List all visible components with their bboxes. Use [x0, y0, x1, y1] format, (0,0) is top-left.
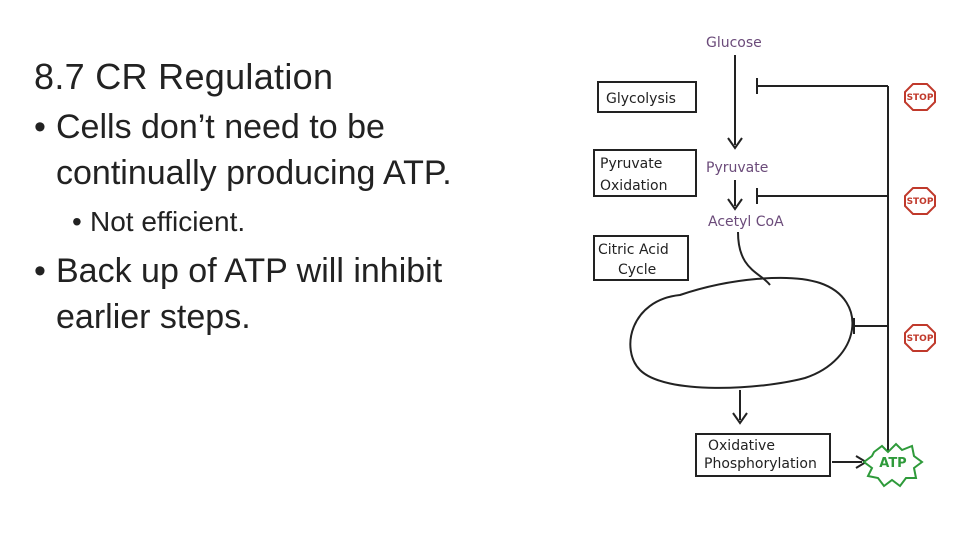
- stop-sign-2-label: STOP: [907, 197, 934, 207]
- citric-acid-cycle-line1: Citric Acid: [598, 242, 669, 258]
- pyruvate-oxidation-line1: Pyruvate: [600, 156, 662, 172]
- cycle-exit-arrow-head: [732, 412, 748, 425]
- citric-acid-cycle-line2: Cycle: [618, 262, 656, 278]
- slide-title: 8.7 CR Regulation: [34, 56, 334, 97]
- oxphos-line2: Phosphorylation: [704, 456, 817, 472]
- stop-sign-1-label: STOP: [907, 93, 934, 103]
- bullet-1: • Cells don’t need to be continually pro…: [34, 104, 554, 196]
- atp-burst: ATP: [862, 442, 924, 488]
- bullet-dot: •: [34, 252, 46, 290]
- glycolysis-label: Glycolysis: [606, 91, 676, 107]
- bullet-2-line2: earlier steps.: [56, 298, 251, 336]
- cycle-entry-line: [737, 231, 771, 286]
- bullet-1-sub-text: Not efficient.: [90, 206, 246, 237]
- bullet-dot: •: [72, 206, 82, 237]
- citric-acid-cycle-loop: [629, 276, 854, 389]
- bullet-1-line1: Cells don’t need to be: [56, 108, 385, 146]
- pyruvate-arrow-head: [727, 198, 743, 211]
- bullet-1-sub: • Not efficient.: [34, 196, 554, 248]
- stop-sign-2: STOP: [904, 187, 936, 215]
- acetyl-coa-label: Acetyl CoA: [708, 214, 784, 230]
- bullet-2: • Back up of ATP will inhibit earlier st…: [34, 248, 554, 340]
- slide-text-area: 8.7 CR Regulation • Cells don’t need to …: [34, 56, 554, 340]
- pyruvate-oxidation-line2: Oxidation: [600, 178, 667, 194]
- bullet-2-line1: Back up of ATP will inhibit: [56, 252, 443, 290]
- glucose-label: Glucose: [706, 35, 762, 51]
- glucose-arrow-head: [727, 137, 743, 150]
- pyruvate-label: Pyruvate: [706, 160, 768, 176]
- oxphos-line1: Oxidative: [708, 438, 775, 454]
- glycolysis-box: [597, 81, 697, 113]
- citric-acid-cycle-box: [593, 235, 689, 281]
- stop-sign-3: STOP: [904, 324, 936, 352]
- atp-label: ATP: [879, 456, 906, 471]
- stop-sign-1: STOP: [904, 83, 936, 111]
- stop-sign-3-label: STOP: [907, 334, 934, 344]
- bullet-1-line2: continually producing ATP.: [56, 154, 452, 192]
- pyruvate-oxidation-box: [593, 149, 697, 197]
- bullet-dot: •: [34, 108, 46, 146]
- oxphos-box: [695, 433, 831, 477]
